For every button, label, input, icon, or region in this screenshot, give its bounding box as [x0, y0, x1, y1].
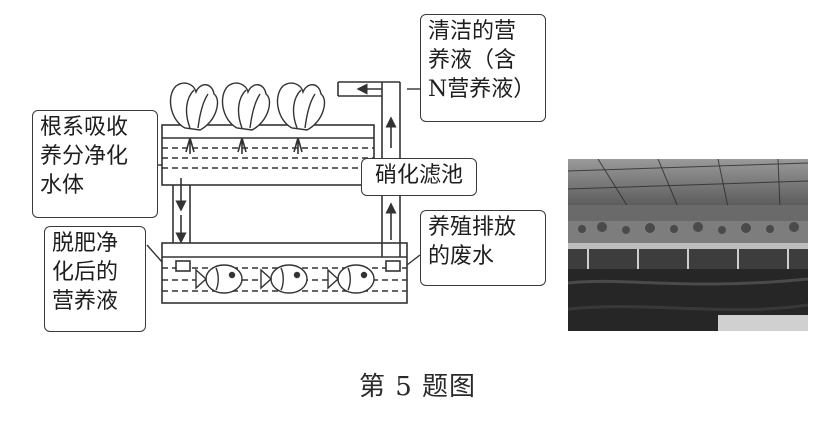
- lettuce-icon: [170, 83, 217, 130]
- figure-caption: 第 5 题图: [0, 366, 835, 403]
- nitrification-filter-label: 硝化滤池: [361, 158, 477, 196]
- root-purification-label: 根系吸收 养分净化 水体: [32, 110, 158, 218]
- greenhouse-photo: [568, 159, 808, 331]
- clean-nutrient-label: 清洁的营 养液（含 N营养液）: [420, 14, 546, 122]
- lettuce-icon: [222, 83, 269, 130]
- upper-tank: [162, 125, 374, 185]
- wastewater-label: 养殖排放 的废水: [420, 210, 546, 286]
- denitrified-nutrient-label: 脱肥净 化后的 营养液: [44, 226, 146, 332]
- lettuce-icon: [277, 83, 324, 130]
- downflow-pipe: [173, 178, 190, 243]
